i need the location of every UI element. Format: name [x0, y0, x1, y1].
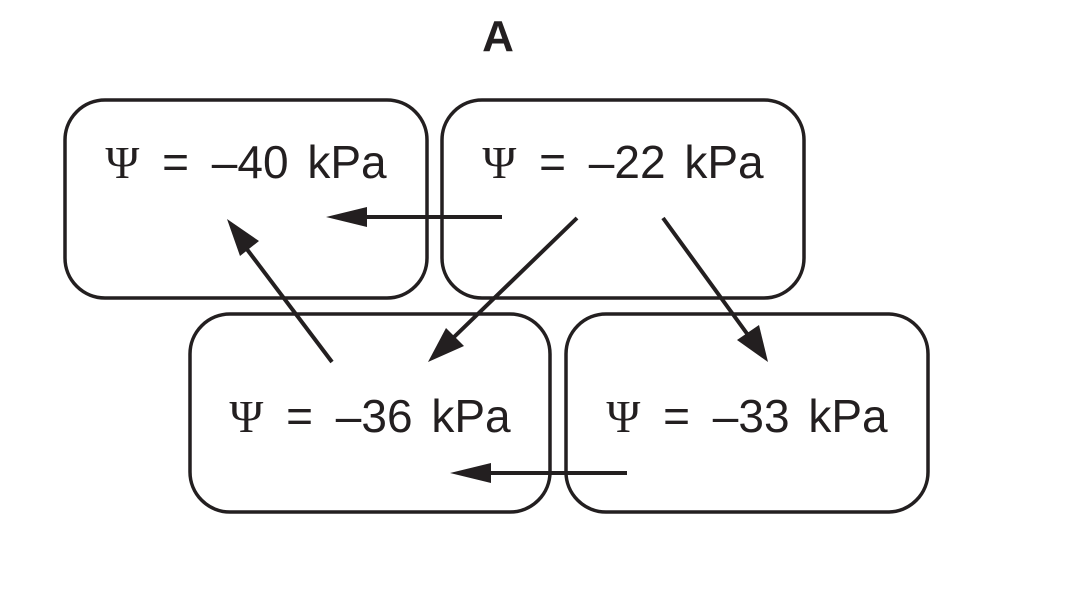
flow-arrow-22-to-36: [428, 216, 579, 362]
cell-box: [440, 98, 806, 300]
psi-symbol: Ψ: [606, 391, 640, 442]
arrowhead-icon: [428, 328, 464, 362]
cell-label: Ψ = –36 kPa: [229, 390, 511, 442]
potential-unit: kPa: [307, 136, 387, 188]
arrowhead-icon: [227, 219, 259, 256]
flow-arrow-22-to-33: [661, 216, 768, 362]
flow-arrow-22-to-40: [326, 207, 502, 227]
equals-sign: =: [539, 136, 566, 188]
potential-value: –40: [212, 136, 289, 188]
cell-box: [63, 98, 429, 300]
potential-value: –36: [336, 390, 413, 442]
potential-unit: kPa: [684, 136, 764, 188]
cell-minus-40: Ψ = –40 kPa: [63, 98, 429, 300]
arrowhead-icon: [450, 463, 491, 483]
potential-value: –33: [713, 390, 790, 442]
flow-arrow-33-to-36: [450, 463, 627, 483]
cell-label: Ψ = –33 kPa: [606, 390, 888, 442]
cell-minus-36: Ψ = –36 kPa: [188, 312, 552, 514]
equals-sign: =: [162, 136, 189, 188]
cell-label: Ψ = –22 kPa: [482, 136, 764, 188]
potential-value: –22: [589, 136, 666, 188]
psi-symbol: Ψ: [482, 137, 516, 188]
potential-unit: kPa: [431, 390, 511, 442]
flow-arrow-36-to-40: [227, 219, 334, 364]
psi-symbol: Ψ: [229, 391, 263, 442]
cell-label: Ψ = –40 kPa: [105, 136, 387, 188]
cell-box: [564, 312, 930, 514]
cell-minus-22: Ψ = –22 kPa: [440, 98, 806, 300]
arrowhead-icon: [737, 325, 768, 362]
equals-sign: =: [286, 390, 313, 442]
potential-unit: kPa: [808, 390, 888, 442]
panel-label: A: [482, 12, 514, 61]
psi-symbol: Ψ: [105, 137, 139, 188]
cell-minus-33: Ψ = –33 kPa: [564, 312, 930, 514]
cell-box: [188, 312, 552, 514]
arrowhead-icon: [326, 207, 367, 227]
equals-sign: =: [663, 390, 690, 442]
